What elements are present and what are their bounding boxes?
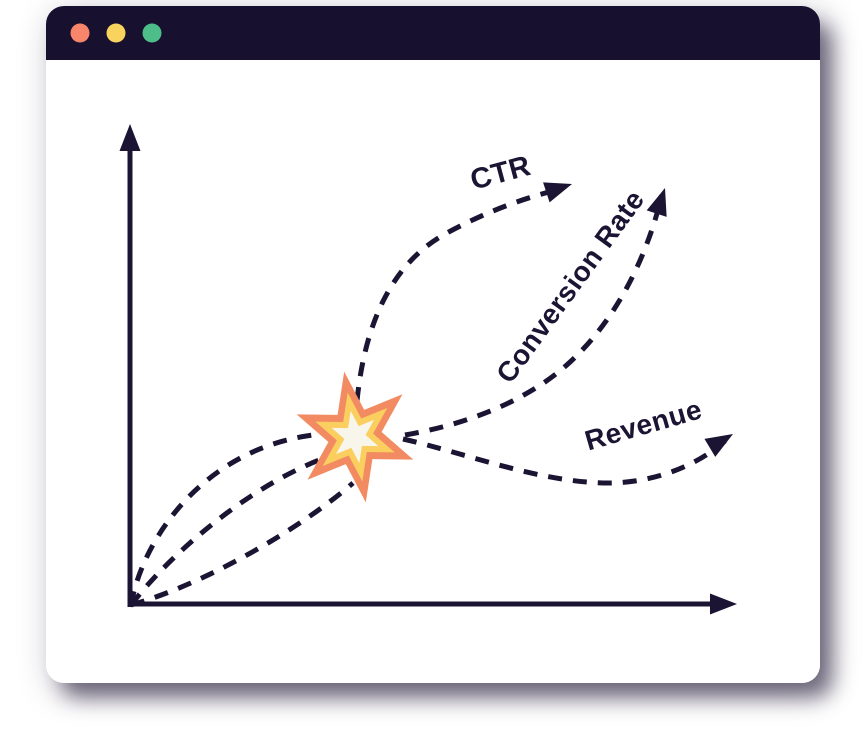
ctr-arrow-icon bbox=[543, 182, 572, 203]
metric-curves bbox=[128, 186, 727, 608]
chart-panel: CTR Conversion Rate Revenue bbox=[46, 60, 820, 683]
starburst-inner bbox=[331, 410, 379, 464]
x-axis-arrow-icon bbox=[710, 593, 737, 615]
curve-labels: CTR Conversion Rate Revenue bbox=[467, 150, 705, 456]
y-axis-arrow-icon bbox=[119, 124, 141, 151]
pre-curve-lower bbox=[130, 481, 355, 608]
ctr-label: CTR bbox=[467, 150, 534, 197]
arrowheads bbox=[119, 124, 737, 615]
axes bbox=[127, 148, 713, 607]
pre-curve-middle bbox=[129, 450, 340, 607]
pre-curve-upper bbox=[128, 432, 314, 606]
window-dot-maximize[interactable] bbox=[142, 23, 162, 43]
window-titlebar bbox=[46, 6, 820, 60]
ctr-curve bbox=[354, 186, 562, 402]
conversion-rate-arrow-icon bbox=[646, 188, 667, 217]
starburst-icon bbox=[296, 371, 414, 503]
window-dot-close[interactable] bbox=[70, 23, 90, 43]
revenue-curve bbox=[402, 436, 727, 486]
conversion-rate-curve bbox=[404, 194, 665, 438]
revenue-label: Revenue bbox=[581, 393, 705, 456]
window-dot-minimize[interactable] bbox=[106, 23, 126, 43]
trend-chart: CTR Conversion Rate Revenue bbox=[119, 124, 737, 615]
window-controls bbox=[70, 23, 162, 43]
revenue-arrow-icon bbox=[704, 434, 733, 457]
browser-window: CTR Conversion Rate Revenue bbox=[46, 6, 820, 683]
